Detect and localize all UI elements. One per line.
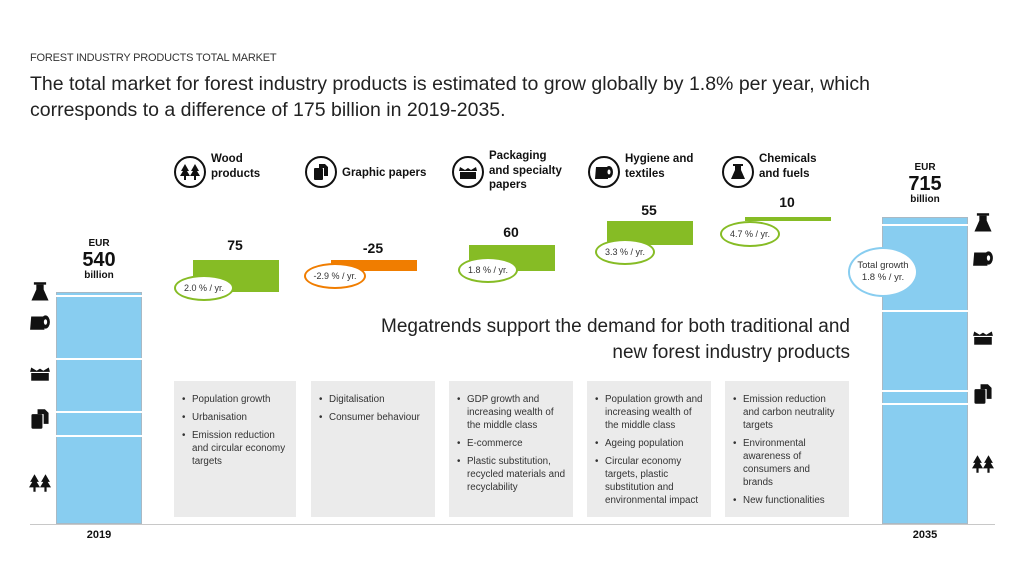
trend-item: Population growth and increasing wealth … xyxy=(595,393,703,432)
trend-item: Emission reduction and circular economy … xyxy=(182,429,288,468)
category-header-hygiene: Hygiene and textiles xyxy=(588,152,705,188)
rate-badge-packaging: 1.8 % / yr. xyxy=(458,257,518,283)
trees-icon xyxy=(174,156,206,188)
category-header-chemicals: Chemicals and fuels xyxy=(722,152,839,188)
segment-divider xyxy=(56,411,142,414)
trend-item: Plastic substitution, recycled materials… xyxy=(457,455,565,494)
documents-icon xyxy=(305,156,337,188)
toilet-roll-icon xyxy=(30,315,50,330)
trees-icon xyxy=(29,474,51,492)
change-bar-chemicals xyxy=(745,216,831,222)
category-header-graphic: Graphic papers xyxy=(305,152,442,188)
trend-item: Population growth xyxy=(182,393,288,406)
trend-list: Digitalisation Consumer behaviour xyxy=(319,393,427,424)
box-icon xyxy=(973,331,993,345)
box-icon xyxy=(30,367,50,381)
trends-box-chemicals: Emission reduction and carbon neutrality… xyxy=(725,381,849,517)
category-header-wood: Wood products xyxy=(174,152,271,188)
change-label-hygiene: 55 xyxy=(641,202,657,218)
trends-box-wood: Population growth Urbanisation Emission … xyxy=(174,381,296,517)
documents-icon xyxy=(31,409,49,429)
flask-icon xyxy=(31,282,49,301)
category-label: Hygiene and textiles xyxy=(625,153,694,180)
year-label-2019: 2019 xyxy=(86,529,112,541)
trend-item: Digitalisation xyxy=(319,393,427,406)
trend-item: Urbanisation xyxy=(182,411,288,424)
currency-label: EUR xyxy=(914,162,936,173)
total-label-2019: EUR 540 billion xyxy=(56,238,142,282)
trend-list: Population growth and increasing wealth … xyxy=(595,393,703,507)
trend-item: E-commerce xyxy=(457,437,565,450)
segment-divider xyxy=(56,434,142,437)
trend-list: Population growth Urbanisation Emission … xyxy=(182,393,288,468)
trend-item: Environmental awareness of consumers and… xyxy=(733,437,841,489)
toilet-roll-icon xyxy=(973,251,993,266)
trends-box-graphic: Digitalisation Consumer behaviour xyxy=(311,381,435,517)
headline: The total market for forest industry pro… xyxy=(30,73,870,121)
trend-item: Emission reduction and carbon neutrality… xyxy=(733,393,841,432)
change-label-chemicals: 10 xyxy=(779,194,795,210)
trend-item: GDP growth and increasing wealth of the … xyxy=(457,393,565,432)
eyebrow-title: FOREST INDUSTRY PRODUCTS TOTAL MARKET xyxy=(30,52,277,64)
category-label: Packaging and specialty papers xyxy=(489,150,562,191)
currency-label: EUR xyxy=(88,238,110,249)
trends-box-packaging: GDP growth and increasing wealth of the … xyxy=(449,381,573,517)
toilet-roll-icon xyxy=(588,156,620,188)
trees-icon xyxy=(972,455,994,473)
segment-divider xyxy=(56,295,142,298)
change-label-graphic: -25 xyxy=(362,240,384,256)
flask-icon xyxy=(722,156,754,188)
category-header-packaging: Packaging and specialty papers xyxy=(452,150,569,193)
flask-icon xyxy=(974,213,992,232)
rate-badge-graphic: -2.9 % / yr. xyxy=(304,263,366,289)
change-label-wood: 75 xyxy=(227,237,243,253)
rate-badge-wood: 2.0 % / yr. xyxy=(174,275,234,301)
unit-label: billion xyxy=(910,194,940,205)
trend-list: GDP growth and increasing wealth of the … xyxy=(457,393,565,494)
total-growth-rate: 1.8 % / yr. xyxy=(861,272,905,283)
total-label-2035: EUR 715 billion xyxy=(882,162,968,206)
total-value: 540 xyxy=(82,249,116,271)
segment-divider xyxy=(882,310,968,313)
box-icon xyxy=(452,156,484,188)
category-label: Graphic papers xyxy=(342,167,427,179)
trends-box-hygiene: Population growth and increasing wealth … xyxy=(587,381,711,517)
unit-label: billion xyxy=(84,270,114,281)
rate-badge-chemicals: 4.7 % / yr. xyxy=(720,221,780,247)
megatrends-heading: Megatrends support the demand for both t… xyxy=(381,316,850,363)
total-growth-badge: Total growth 1.8 % / yr. xyxy=(848,247,918,297)
change-label-packaging: 60 xyxy=(503,224,519,240)
segment-divider xyxy=(882,389,968,392)
total-bar-2019 xyxy=(56,292,142,524)
trend-item: New functionalities xyxy=(733,494,841,507)
trend-list: Emission reduction and carbon neutrality… xyxy=(733,393,841,507)
segment-divider xyxy=(56,357,142,360)
trend-item: Consumer behaviour xyxy=(319,411,427,424)
total-bar-2035 xyxy=(882,216,968,524)
year-label-2035: 2035 xyxy=(912,529,938,541)
category-label: Chemicals and fuels xyxy=(759,153,817,180)
rate-badge-hygiene: 3.3 % / yr. xyxy=(595,239,655,265)
baseline-axis xyxy=(30,524,995,525)
trend-item: Circular economy targets, plastic substi… xyxy=(595,455,703,507)
change-bar-graphic xyxy=(331,259,417,271)
trend-item: Ageing population xyxy=(595,437,703,450)
documents-icon xyxy=(974,384,992,404)
segment-divider xyxy=(882,402,968,405)
category-label: Wood products xyxy=(211,153,261,180)
total-value: 715 xyxy=(908,173,942,195)
segment-divider xyxy=(882,224,968,227)
total-growth-label: Total growth xyxy=(857,260,909,271)
